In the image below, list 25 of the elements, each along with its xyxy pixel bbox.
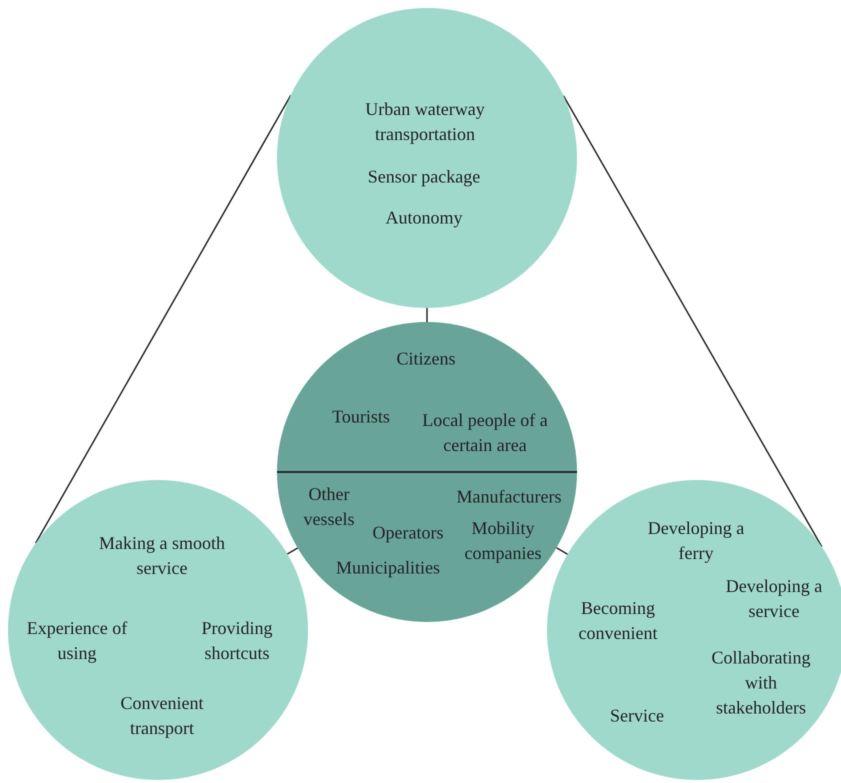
circle-label: Urban waterway transportation: [364, 98, 486, 146]
circle-label: Tourists: [331, 406, 391, 428]
circle-label: Sensor package: [366, 166, 482, 188]
connector-line: [34, 94, 292, 544]
connector-line: [426, 308, 428, 322]
circle-label: Developing a ferry: [646, 517, 746, 565]
connector-line: [562, 95, 822, 548]
connector-line: [286, 547, 298, 555]
circle-label: Local people of a certain area: [421, 409, 549, 457]
circle-label: Citizens: [396, 348, 456, 370]
circle-label: Manufacturers: [456, 486, 562, 508]
connector-line: [556, 547, 568, 555]
circle-label: Autonomy: [384, 206, 464, 230]
circle-label: Convenient transport: [120, 692, 204, 740]
circle-label: Mobility companies: [464, 517, 542, 565]
circle-label: Becoming convenient: [578, 597, 658, 645]
circle-label: Experience of using: [26, 617, 128, 665]
circle-label: Municipalities: [335, 556, 441, 580]
circle-label: Collaborating with stakeholders: [710, 646, 812, 720]
circle-label: Making a smooth service: [98, 532, 226, 580]
circle-label: Other vessels: [302, 483, 356, 531]
circle-label: Service: [609, 704, 665, 728]
circle-label: Operators: [372, 522, 444, 544]
circle-label: Developing a service: [724, 575, 824, 623]
circle-label: Providing shortcuts: [200, 617, 274, 665]
